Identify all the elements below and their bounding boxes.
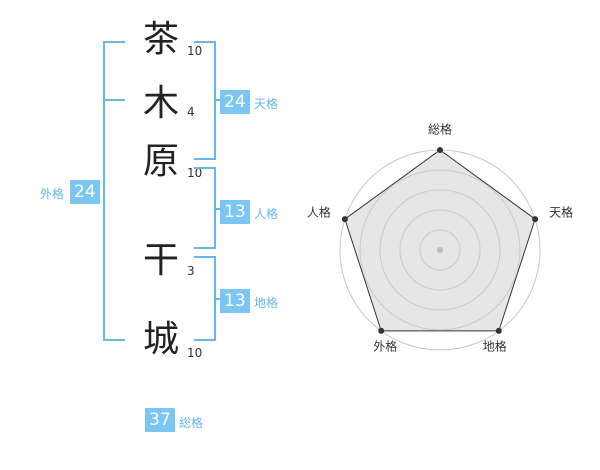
tenkaku-bracket-tick <box>214 99 222 101</box>
chikaku-bracket <box>194 256 216 341</box>
tenkaku-badge: 24 <box>220 90 250 114</box>
soukaku-badge: 37 <box>145 408 175 432</box>
radar-grid-ring-2 <box>399 209 481 291</box>
gaikaku-bracket-tick <box>103 99 125 101</box>
radar-axis-label-1: 総格 <box>428 122 452 137</box>
jinkaku-bracket-tick <box>214 208 222 210</box>
chikaku-label: 地格 <box>254 296 279 310</box>
radar-grid-ring-1 <box>419 229 461 271</box>
surname-char-1: 茶 <box>142 19 179 60</box>
given-char-2: 城 <box>142 319 179 360</box>
gaikaku-label: 外格 <box>40 187 65 201</box>
soukaku-label: 総格 <box>179 416 204 430</box>
radar-point-5 <box>341 216 348 223</box>
tenkaku-bracket <box>194 41 216 160</box>
radar-axis-label-3: 地格 <box>483 338 507 353</box>
given-char-1: 干 <box>142 240 179 281</box>
gaikaku-badge: 24 <box>70 180 100 204</box>
jinkaku-label: 人格 <box>254 207 279 221</box>
surname-char-2: 木 <box>142 83 179 124</box>
radar-point-3 <box>495 327 502 334</box>
radar-grid-ring-4 <box>359 169 521 331</box>
stroke-count-4: 3 <box>187 264 195 278</box>
stroke-count-3: 10 <box>187 166 203 180</box>
chikaku-bracket-tick <box>214 298 222 300</box>
surname-char-3: 原 <box>142 141 179 182</box>
radar-value-polygon <box>344 149 536 332</box>
tenkaku-label: 天格 <box>254 97 279 111</box>
jinkaku-bracket <box>194 167 216 249</box>
radar-axis-label-4: 外格 <box>373 338 397 353</box>
stroke-count-2: 4 <box>187 105 195 119</box>
radar-point-2 <box>532 216 539 223</box>
jinkaku-badge: 13 <box>220 200 250 224</box>
radar-axis-label-5: 人格 <box>307 205 331 220</box>
radar-center-dot <box>437 247 443 253</box>
radar-point-1 <box>437 147 443 153</box>
gaikaku-bracket <box>103 41 125 341</box>
stroke-count-1: 10 <box>187 44 203 58</box>
radar-axis-label-2: 天格 <box>549 205 573 220</box>
radar-grid-ring-3 <box>379 189 501 311</box>
stroke-count-5: 10 <box>187 346 203 360</box>
radar-point-4 <box>378 327 385 334</box>
chikaku-badge: 13 <box>220 289 250 313</box>
